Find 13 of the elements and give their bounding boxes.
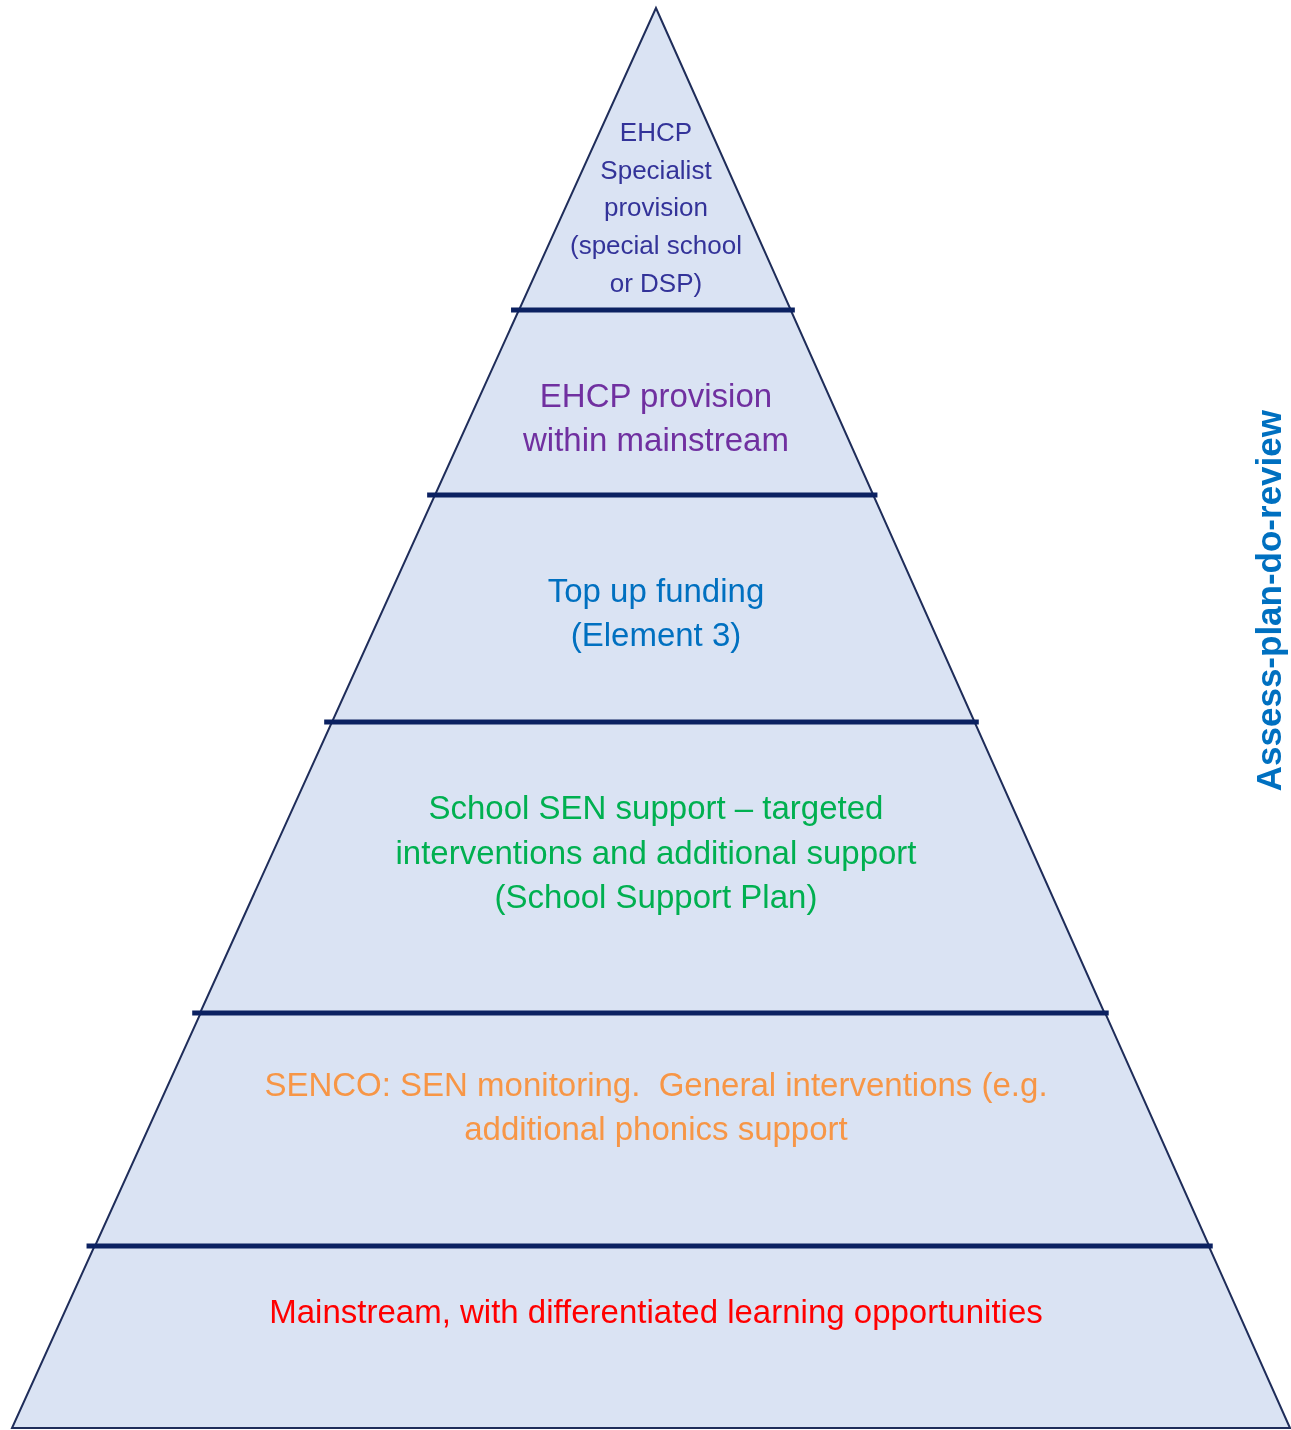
- pyramid-tier: [200, 722, 1105, 1013]
- tier-text: EHCP provision within mainstream: [522, 375, 790, 461]
- pyramid-tier: [519, 8, 791, 310]
- pyramid-tier: [94, 1013, 1209, 1246]
- side-label: Assess-plan-do-review: [1249, 409, 1289, 791]
- pyramid-tier: [332, 495, 975, 722]
- pyramid-tier: [12, 1246, 1290, 1428]
- tier-text: SENCO: SEN monitoring. General interventions (e.g. additional phonics support: [263, 1064, 1049, 1150]
- tier-text: EHCP Specialist provision (special school or DSP): [569, 116, 743, 300]
- tier-text: Top up funding (Element 3): [546, 570, 766, 656]
- tier-text: School SEN support – targeted interventions and additional support (School Support Plan): [394, 788, 918, 918]
- tier-text: Mainstream, with differentiated learning opportunities: [268, 1291, 1044, 1332]
- pyramid-tier: [435, 310, 874, 495]
